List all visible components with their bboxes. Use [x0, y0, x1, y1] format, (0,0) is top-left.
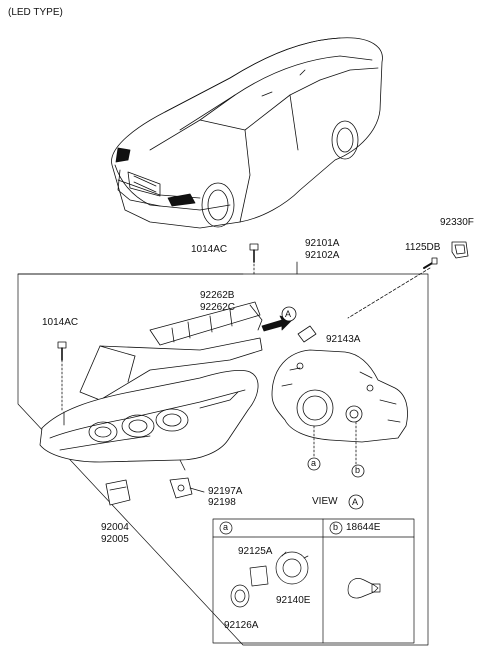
- bracket-92004: [105, 479, 131, 506]
- sensor-92197a: [169, 477, 193, 499]
- connector-92330f: [451, 241, 469, 259]
- part-label-1125db: 1125DB: [405, 242, 441, 253]
- callout-a-letter: a: [311, 458, 317, 468]
- view-label: VIEW: [312, 496, 338, 507]
- callout-b-letter: b: [355, 465, 361, 475]
- part-label-92126a: 92126A: [224, 620, 259, 631]
- part-label-92102a: 92102A: [305, 250, 340, 261]
- part-label-1014ac-top: 1014AC: [191, 244, 228, 255]
- part-label-92004: 92004: [101, 522, 129, 533]
- table-header-a: a: [223, 522, 229, 532]
- callout-A-letter: A: [285, 309, 292, 319]
- callout-b-circle: [351, 464, 365, 478]
- part-label-92198: 92198: [208, 497, 236, 508]
- headlamp-body: [39, 370, 259, 471]
- lens-strip: [79, 337, 263, 401]
- bolt-1014ac-top: [249, 243, 259, 263]
- screw-1125db: [423, 257, 438, 269]
- callout-A-circle: [281, 306, 297, 322]
- part-label-92262c: 92262C: [200, 302, 236, 313]
- bracket-92143a: [297, 325, 317, 343]
- part-label-92101a: 92101A: [305, 238, 340, 249]
- view-marker-circle: [348, 494, 364, 510]
- part-label-18644e: 18644E: [346, 522, 381, 533]
- part-label-92140e: 92140E: [276, 595, 311, 606]
- part-label-92262b: 92262B: [200, 290, 235, 301]
- detail-table: [212, 518, 415, 644]
- part-label-92005: 92005: [101, 534, 129, 545]
- bolt-1014ac-left: [57, 341, 67, 361]
- table-header-b: b: [333, 522, 339, 532]
- page-title: (LED TYPE): [8, 7, 63, 18]
- car-illustration: [111, 37, 383, 229]
- part-label-92330f: 92330F: [440, 217, 474, 228]
- callout-a-circle: [307, 457, 321, 471]
- rear-housing: [271, 349, 408, 443]
- view-marker-letter: A: [352, 497, 359, 507]
- part-label-92143a: 92143A: [326, 334, 361, 345]
- part-label-92197a: 92197A: [208, 486, 243, 497]
- part-label-92125a: 92125A: [238, 546, 273, 557]
- bracket-strip: [149, 301, 263, 346]
- part-label-1014ac-left: 1014AC: [42, 317, 79, 328]
